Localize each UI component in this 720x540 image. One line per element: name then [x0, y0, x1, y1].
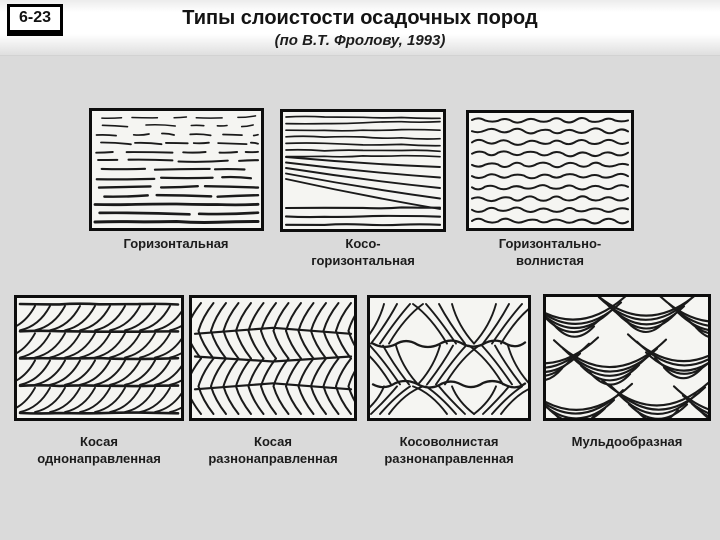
bedding-pattern	[546, 297, 708, 418]
slide-number-badge: 6-23	[7, 4, 64, 33]
bedding-pattern	[17, 302, 181, 415]
caption-line: волнистая	[516, 253, 584, 268]
page-title: Типы слоистости осадочных пород	[182, 7, 538, 29]
diagram-caption-cross-multidirectional: Косая разнонаправленная	[181, 433, 365, 467]
bedding-pattern	[284, 115, 442, 227]
caption-line: Мульдообразная	[571, 434, 683, 449]
caption-line: однонаправленная	[37, 451, 161, 466]
diagram-caption-horizontal: Горизонтальная	[87, 235, 265, 252]
caption-line: Косо-	[345, 236, 381, 251]
bedding-diagram-cross-multidirectional	[189, 295, 357, 421]
caption-line: разнонаправленная	[384, 451, 514, 466]
bedding-diagram-horizontal	[89, 108, 264, 231]
page-subtitle: (по В.Т. Фролову, 1993)	[274, 32, 446, 49]
caption-line: Горизонтальная	[123, 236, 229, 251]
caption-line: Косоволнистая	[399, 434, 499, 449]
caption-line: Косая	[254, 434, 292, 449]
caption-line: разнонаправленная	[208, 451, 338, 466]
bedding-pattern	[192, 302, 354, 415]
bedding-diagram-oblique-horizontal	[280, 109, 446, 232]
diagram-caption-cross-unidirectional: Косая однонаправленная	[6, 433, 192, 467]
caption-line: Косая	[80, 434, 118, 449]
bedding-diagram-cross-wavy-multidirectional	[367, 295, 531, 421]
bedding-pattern	[370, 303, 528, 415]
caption-line: Горизонтально-	[498, 236, 602, 251]
bedding-diagram-trough	[543, 294, 711, 421]
caption-line: горизонтальная	[311, 253, 415, 268]
diagram-caption-oblique-horizontal: Косо- горизонтальная	[273, 235, 453, 269]
bedding-pattern	[93, 115, 260, 225]
header-band: 6-23 Типы слоистости осадочных пород (по…	[0, 0, 720, 56]
diagram-caption-horizontal-wavy: Горизонтально- волнистая	[459, 235, 641, 269]
bedding-diagram-cross-unidirectional	[14, 295, 184, 421]
diagram-caption-cross-wavy-multidirectional: Косоволнистая разнонаправленная	[359, 433, 539, 467]
diagram-caption-trough: Мульдообразная	[535, 433, 719, 450]
bedding-diagram-horizontal-wavy	[466, 110, 634, 231]
bedding-pattern	[471, 117, 629, 225]
